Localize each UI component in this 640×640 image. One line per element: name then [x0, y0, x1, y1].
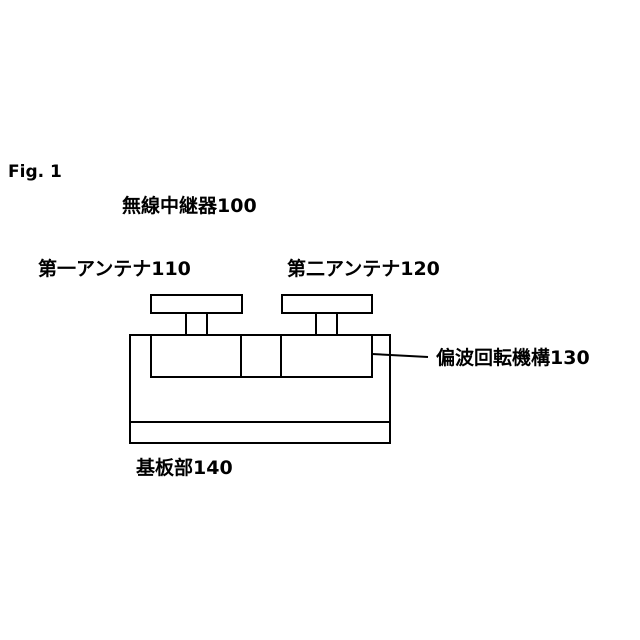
label-second-antenna: 第二アンテナ120: [287, 257, 440, 280]
second-antenna-patch: [282, 295, 372, 313]
substrate-strip: [130, 422, 390, 443]
label-polarization-rotator: 偏波回転機構130: [436, 346, 590, 369]
first-antenna-stem: [186, 313, 207, 337]
rotator-block-left: [151, 335, 241, 377]
label-first-antenna: 第一アンテナ110: [38, 257, 191, 280]
rotator-block-center: [241, 335, 281, 377]
label-substrate: 基板部140: [135, 456, 233, 479]
first-antenna-patch: [151, 295, 242, 313]
device-title: 無線中継器100: [122, 194, 257, 217]
rotator-block-right: [281, 335, 372, 377]
figure-label: Fig. 1: [8, 162, 62, 182]
second-antenna-stem: [316, 313, 337, 337]
